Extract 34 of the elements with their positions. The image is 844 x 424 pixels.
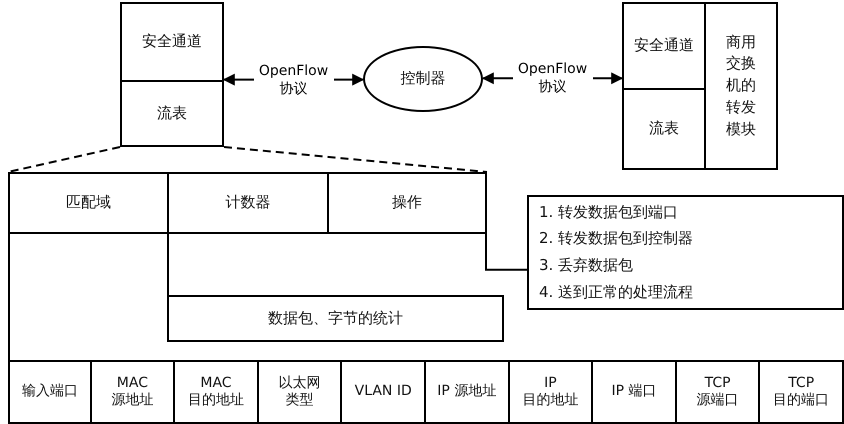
cell-text: 匹配域	[66, 193, 111, 213]
list-item: 2. 转发数据包到控制器	[539, 229, 694, 249]
statistics-box	[167, 295, 504, 342]
cell-text: 商用交换机的转发模块	[726, 32, 756, 140]
dashed-line	[224, 146, 488, 173]
cell-text: 安全通道	[634, 36, 694, 56]
cell-text: IP 端口	[611, 383, 656, 401]
cell-text: 流表	[157, 104, 187, 124]
connector-line	[485, 234, 527, 271]
cell-text: 操作	[392, 193, 422, 213]
cell-text: IP 源地址	[437, 383, 496, 401]
list-item: 3. 丢弃数据包	[539, 256, 634, 276]
cell-text: TCP 目的端口	[772, 374, 830, 410]
cell-text: 流表	[649, 119, 679, 139]
edge-label: OpenFlow 协议	[254, 61, 334, 98]
cell-text: VLAN ID	[354, 383, 412, 401]
cell-text: 数据包、字节的统计	[268, 308, 403, 328]
cell-text: 控制器	[400, 69, 446, 89]
cell-text: 输入端口	[22, 383, 78, 401]
controller-ellipse	[363, 46, 483, 112]
connector-line	[167, 234, 169, 295]
cell-text: 安全通道	[142, 32, 202, 52]
cell-text: IP 目的地址	[521, 374, 580, 410]
cell-text: MAC 目的地址	[186, 374, 245, 410]
cell-text: MAC 源地址	[110, 374, 154, 410]
connector-line	[8, 234, 10, 360]
cell-text: 计数器	[226, 193, 270, 213]
cell-text: TCP 源端口	[696, 374, 740, 410]
edge-label: OpenFlow 协议	[512, 60, 592, 96]
list-item: 1. 转发数据包到端口	[539, 202, 678, 222]
list-item: 4. 送到正常的处理流程	[539, 282, 694, 302]
action-list-box	[527, 195, 844, 310]
dashed-line	[8, 146, 120, 173]
cell-text: 以太网类型	[278, 374, 322, 410]
